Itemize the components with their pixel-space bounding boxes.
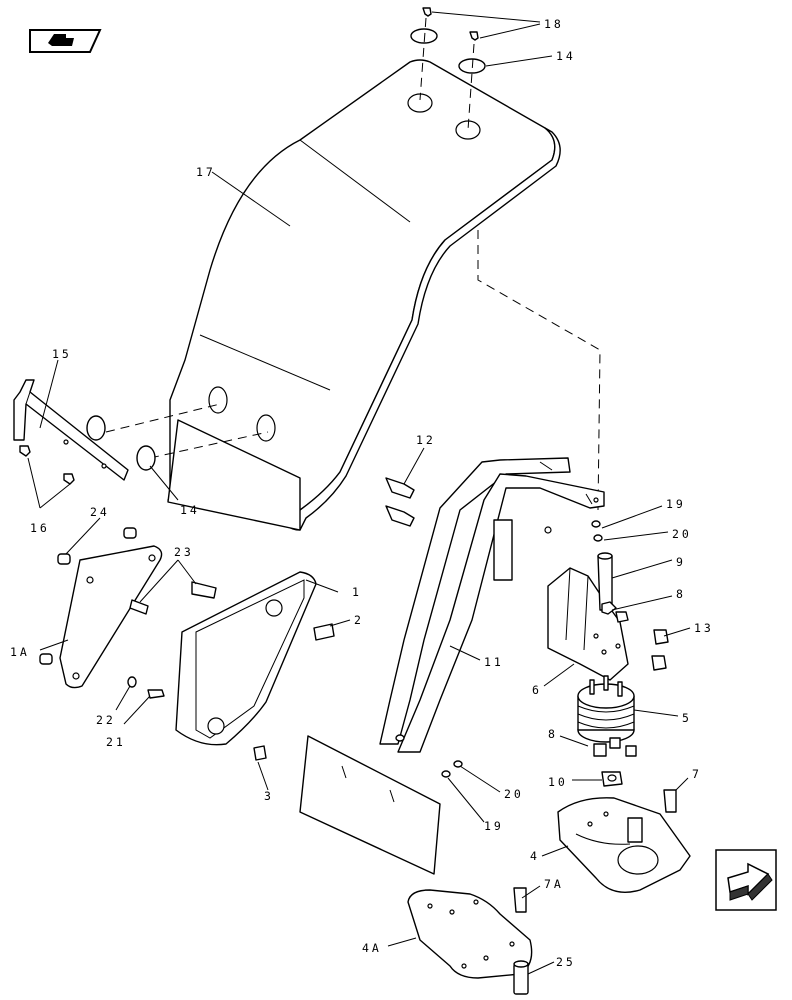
next-page-arrow-icon[interactable] <box>715 849 777 911</box>
callout-11: 11 <box>484 655 504 669</box>
callout-19: 19 <box>666 497 686 511</box>
bolt-7 <box>663 789 677 813</box>
nut-8-lower <box>593 737 637 757</box>
leader-lines <box>27 11 691 975</box>
callout-22: 22 <box>96 713 116 727</box>
bolt-7a <box>513 887 527 913</box>
callout-1a: 1A <box>10 645 30 659</box>
bolt-23 <box>129 581 217 615</box>
callout-21: 21 <box>106 735 126 749</box>
rivet-18 <box>422 7 479 41</box>
callout-3: 3 <box>264 789 274 803</box>
bolt-2 <box>313 623 335 641</box>
callout-15: 15 <box>52 347 72 361</box>
callout-7: 7 <box>692 767 702 781</box>
nut-10 <box>601 771 623 787</box>
callout-2: 2 <box>354 613 364 627</box>
callout-10: 10 <box>548 775 568 789</box>
book-arrow-icon[interactable] <box>29 29 102 53</box>
callout-17: 17 <box>196 165 216 179</box>
callout-24: 24 <box>90 505 110 519</box>
callout-13: 13 <box>694 621 714 635</box>
fender <box>167 59 561 531</box>
callout-9: 9 <box>676 555 686 569</box>
plate-4a <box>407 889 533 979</box>
callout-5: 5 <box>682 711 692 725</box>
callout-8: 8 <box>548 727 558 741</box>
callout-4a: 4A <box>362 941 382 955</box>
callout-7a: 7A <box>544 877 564 891</box>
callout-23: 23 <box>174 545 194 559</box>
nut-20 <box>453 534 603 768</box>
callout-labels: 18 14 17 15 14 16 12 24 23 1 2 1A 22 21 … <box>10 17 714 969</box>
callout-19: 19 <box>484 819 504 833</box>
cap-14-side <box>86 415 156 471</box>
callout-20: 20 <box>672 527 692 541</box>
nut-8-upper <box>601 601 629 623</box>
washer-22 <box>127 676 137 688</box>
callout-16: 16 <box>30 521 50 535</box>
support-frame <box>379 457 605 753</box>
bolt-12 <box>385 477 415 527</box>
bracket-1 <box>175 571 317 746</box>
callout-4: 4 <box>530 849 540 863</box>
nut-13 <box>651 629 669 671</box>
spacer-25 <box>513 960 529 995</box>
callout-8: 8 <box>676 587 686 601</box>
bracket-4 <box>557 797 691 893</box>
callout-12: 12 <box>416 433 436 447</box>
bracket-6 <box>547 567 629 681</box>
mounting-bar <box>13 379 129 481</box>
bolt-3 <box>253 745 267 761</box>
callout-14: 14 <box>556 49 576 63</box>
callout-25: 25 <box>556 955 576 969</box>
bolt-9 <box>597 552 613 611</box>
callout-18: 18 <box>544 17 564 31</box>
bracket-1a <box>59 545 163 689</box>
washer-19 <box>395 520 601 778</box>
rivet-16 <box>19 445 75 485</box>
callout-14: 14 <box>180 503 200 517</box>
callout-6: 6 <box>532 683 542 697</box>
callout-20: 20 <box>504 787 524 801</box>
isolator-5 <box>577 675 635 743</box>
callout-1: 1 <box>352 585 362 599</box>
mud-flap <box>299 735 441 875</box>
bushing-24 <box>39 527 137 665</box>
bolt-21 <box>147 689 165 699</box>
